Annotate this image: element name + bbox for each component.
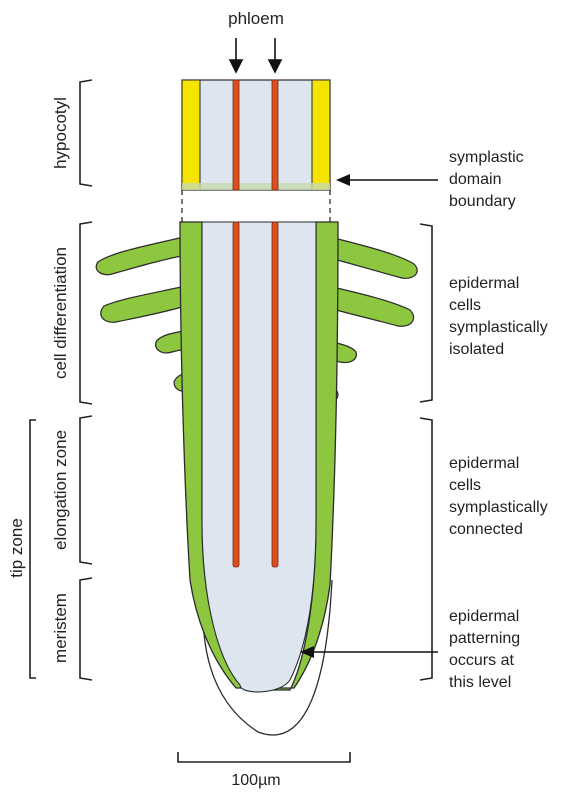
right-brackets xyxy=(420,224,432,680)
elongation-zone-label: elongation zone xyxy=(51,430,70,550)
root-hair-left-1 xyxy=(96,236,192,275)
root-stele xyxy=(202,222,316,692)
patterning-annotation: epidermal patterning occurs at this leve… xyxy=(300,608,520,691)
root-body xyxy=(96,222,417,735)
connected-annotation: epidermal cells symplastically connected xyxy=(449,455,548,538)
hypocotyl-epidermis-right xyxy=(312,80,330,190)
patterning-label-line1: epidermal xyxy=(449,608,519,625)
scale-bar: 100µm xyxy=(178,752,350,789)
bracket-meristem xyxy=(80,578,92,680)
root-hair-left-2 xyxy=(101,285,192,322)
cell-differentiation-label: cell differentiation xyxy=(51,247,70,379)
phloem-label: phloem xyxy=(228,9,284,28)
isolated-label-line1: epidermal xyxy=(449,275,519,292)
phloem-arrows xyxy=(230,38,281,72)
bracket-elongation-zone xyxy=(80,416,92,564)
hypocotyl-stele xyxy=(182,80,330,190)
tip-zone-label: tip zone xyxy=(7,518,26,578)
section-break xyxy=(182,190,330,222)
bracket-hypocotyl xyxy=(80,80,92,186)
meristem-label: meristem xyxy=(51,593,70,663)
patterning-label-line2: patterning xyxy=(449,630,520,647)
connected-label-line3: symplastically xyxy=(449,499,548,516)
hypocotyl-label: hypocotyl xyxy=(51,97,70,169)
bracket-cell-differentiation xyxy=(80,222,92,404)
boundary-annotation: symplastic domain boundary xyxy=(336,149,524,210)
connected-label-line2: cells xyxy=(449,477,481,494)
phloem-strand-upper-right xyxy=(272,80,278,190)
patterning-label-line3: occurs at xyxy=(449,652,514,669)
patterning-label-line4: this level xyxy=(449,674,511,691)
boundary-label-line1: symplastic xyxy=(449,149,524,166)
boundary-label-line2: domain xyxy=(449,171,501,188)
left-brackets xyxy=(30,80,92,680)
isolated-label-line3: symplastically xyxy=(449,319,548,336)
phloem-strand-root-left xyxy=(233,222,239,567)
isolated-annotation: epidermal cells symplastically isolated xyxy=(449,275,548,358)
phloem-strand-upper-left xyxy=(233,80,239,190)
connected-label-line4: connected xyxy=(449,521,523,538)
hypocotyl-base-strip xyxy=(182,183,330,190)
bracket-tip-zone xyxy=(30,420,36,678)
hypocotyl-epidermis-left xyxy=(182,80,200,190)
scale-bar-label: 100µm xyxy=(231,772,280,789)
hypocotyl-segment xyxy=(182,80,330,190)
connected-label-line1: epidermal xyxy=(449,455,519,472)
phloem-strand-root-right xyxy=(272,222,278,567)
isolated-label-line4: isolated xyxy=(449,341,504,358)
boundary-label-line3: boundary xyxy=(449,193,516,210)
isolated-label-line2: cells xyxy=(449,297,481,314)
bracket-connected xyxy=(420,418,432,680)
bracket-isolated xyxy=(420,224,432,402)
